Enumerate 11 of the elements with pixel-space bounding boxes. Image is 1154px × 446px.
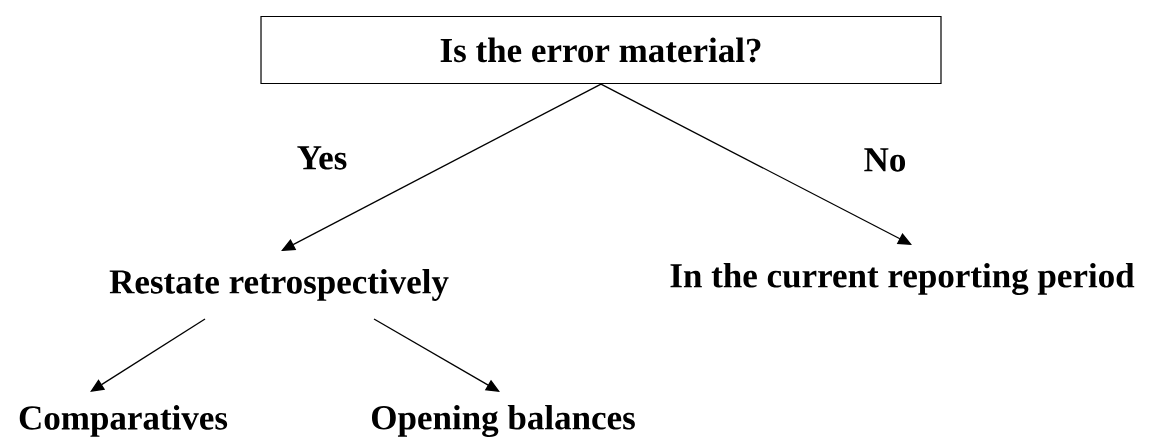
arrow xyxy=(90,318,206,392)
outcome-text: Restate retrospectively xyxy=(109,269,449,301)
outcome-text: In the current reporting period xyxy=(670,263,1135,295)
arrow xyxy=(281,83,602,251)
outcome-text: Opening balances xyxy=(372,405,635,437)
outcome-text: Comparatives xyxy=(19,405,228,437)
arrow xyxy=(600,83,912,245)
arrow xyxy=(373,318,500,392)
edge-label: No xyxy=(861,146,909,174)
edge-label: Yes xyxy=(294,144,350,172)
question-box: Is the error material? xyxy=(260,15,942,85)
